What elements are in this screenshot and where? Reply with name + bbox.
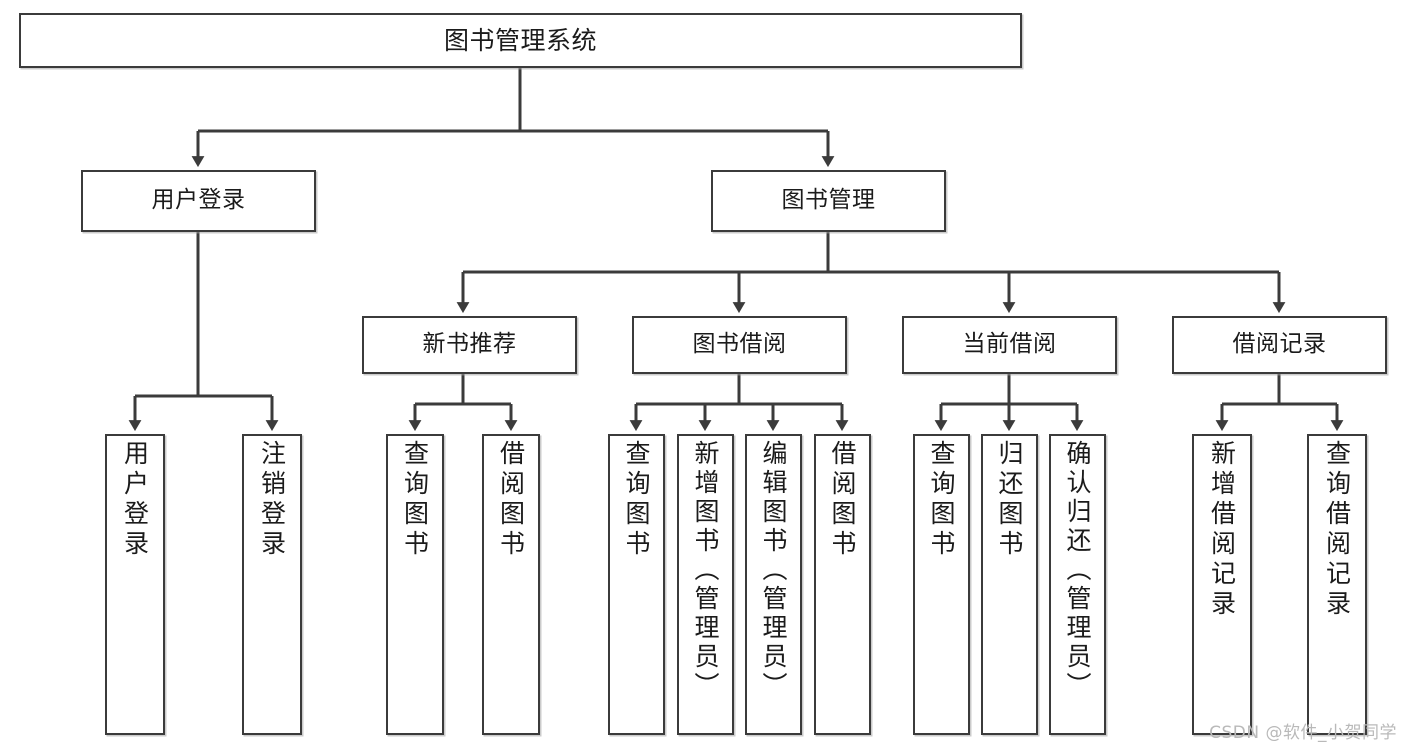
node-leaf-user-logout-label: 注销登录 xyxy=(257,440,287,560)
node-leaf-borrow-book-2[interactable]: 借阅图书 xyxy=(814,434,871,735)
node-leaf-add-record-label: 新增借阅记录 xyxy=(1207,440,1237,620)
node-leaf-return-book-label: 归还图书 xyxy=(995,440,1024,560)
node-leaf-query-book-2-label: 查询图书 xyxy=(622,440,651,560)
node-leaf-user-login[interactable]: 用户登录 xyxy=(105,434,165,735)
node-book-management-label: 图书管理 xyxy=(781,187,876,214)
node-leaf-query-book-2[interactable]: 查询图书 xyxy=(608,434,665,735)
watermark-text: CSDN @软件_小贺同学 xyxy=(1209,723,1397,743)
node-leaf-user-login-label: 用户登录 xyxy=(120,440,150,560)
node-book-borrow-label: 图书借阅 xyxy=(692,331,787,358)
node-book-borrow[interactable]: 图书借阅 xyxy=(632,316,847,374)
node-root-label: 图书管理系统 xyxy=(443,25,597,55)
node-leaf-edit-book[interactable]: 编辑图书（管理员） xyxy=(745,434,802,735)
node-borrow-record[interactable]: 借阅记录 xyxy=(1172,316,1387,374)
node-leaf-query-record[interactable]: 查询借阅记录 xyxy=(1307,434,1367,735)
node-leaf-add-book-label: 新增图书（管理员） xyxy=(691,440,720,701)
node-leaf-query-book-3[interactable]: 查询图书 xyxy=(913,434,970,735)
node-leaf-add-book[interactable]: 新增图书（管理员） xyxy=(677,434,734,735)
node-leaf-return-book[interactable]: 归还图书 xyxy=(981,434,1038,735)
node-leaf-query-record-label: 查询借阅记录 xyxy=(1322,440,1352,620)
node-borrow-record-label: 借阅记录 xyxy=(1232,331,1327,358)
node-leaf-borrow-book-1[interactable]: 借阅图书 xyxy=(482,434,540,735)
node-leaf-confirm-return-label: 确认归还（管理员） xyxy=(1063,440,1092,701)
node-root[interactable]: 图书管理系统 xyxy=(19,13,1022,68)
node-leaf-confirm-return[interactable]: 确认归还（管理员） xyxy=(1049,434,1106,735)
node-leaf-query-book-1-label: 查询图书 xyxy=(400,440,430,560)
node-leaf-query-book-3-label: 查询图书 xyxy=(927,440,956,560)
node-leaf-user-logout[interactable]: 注销登录 xyxy=(242,434,302,735)
node-leaf-edit-book-label: 编辑图书（管理员） xyxy=(759,440,788,701)
node-user-login-label: 用户登录 xyxy=(151,187,246,214)
node-leaf-borrow-book-1-label: 借阅图书 xyxy=(496,440,526,560)
node-leaf-query-book-1[interactable]: 查询图书 xyxy=(386,434,444,735)
node-book-management[interactable]: 图书管理 xyxy=(711,170,946,232)
node-user-login[interactable]: 用户登录 xyxy=(81,170,316,232)
node-new-book-recommend-label: 新书推荐 xyxy=(422,331,517,358)
node-leaf-borrow-book-2-label: 借阅图书 xyxy=(828,440,857,560)
node-leaf-add-record[interactable]: 新增借阅记录 xyxy=(1192,434,1252,735)
node-current-borrow[interactable]: 当前借阅 xyxy=(902,316,1117,374)
node-current-borrow-label: 当前借阅 xyxy=(962,331,1057,358)
node-new-book-recommend[interactable]: 新书推荐 xyxy=(362,316,577,374)
